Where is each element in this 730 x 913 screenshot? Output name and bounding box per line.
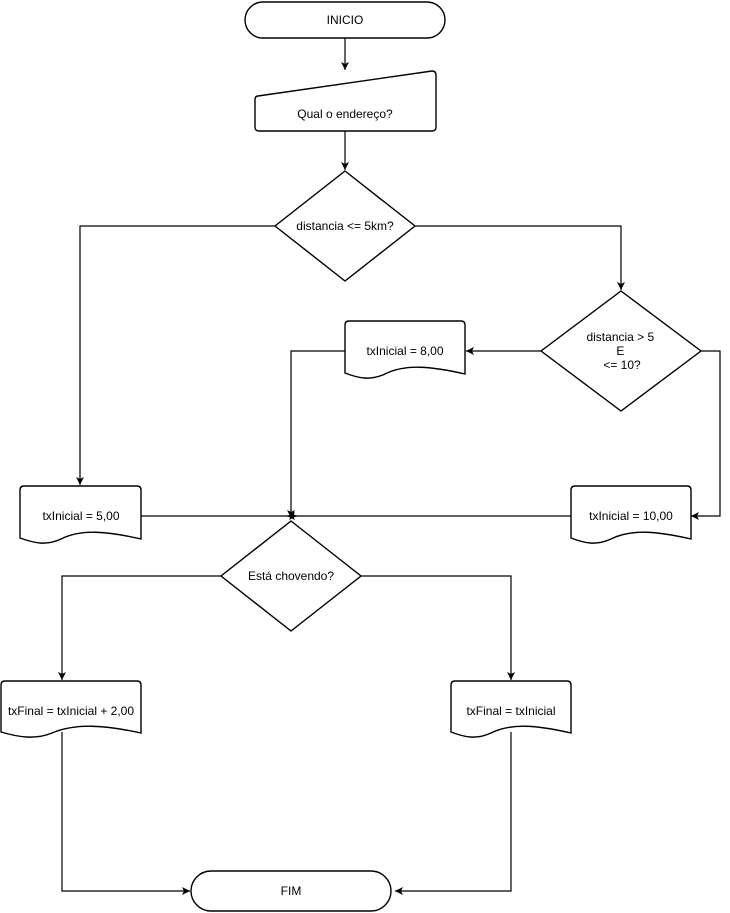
decision-distance-5-label: distancia <= 5km? bbox=[296, 219, 394, 233]
edge-rain-right-to-same bbox=[361, 575, 515, 680]
edge-rain-left-to-plus2 bbox=[58, 575, 221, 680]
edge-decision-yes-to-tx5 bbox=[76, 225, 275, 485]
doc-tx-inicial-8: txInicial = 8,00 bbox=[344, 320, 466, 379]
decision-distance-5-10-label: distancia > 5 E <= 10? bbox=[586, 330, 657, 372]
edge-decision2-to-tx10 bbox=[691, 350, 721, 520]
input-address-label: Qual o endereço? bbox=[297, 107, 393, 121]
decision-raining: Está chovendo? bbox=[219, 520, 363, 632]
doc-tx-inicial-8-label: txInicial = 8,00 bbox=[366, 344, 443, 358]
edge-plus2-to-end bbox=[61, 732, 190, 895]
input-address-node: Qual o endereço? bbox=[254, 70, 437, 132]
doc-tx-inicial-10: txInicial = 10,00 bbox=[570, 485, 692, 544]
edge-decision-no-to-decision2 bbox=[415, 225, 625, 290]
start-label: INICIO bbox=[327, 13, 364, 27]
decision-distance-5-10-line-1: distancia > 5 bbox=[586, 330, 654, 344]
doc-tx-inicial-5-label: txInicial = 5,00 bbox=[42, 509, 119, 523]
decision-distance-5-10-line-2: E bbox=[616, 344, 624, 358]
doc-tx-final-same: txFinal = txInicial bbox=[450, 680, 572, 738]
end-terminal: FIM bbox=[190, 870, 392, 912]
connectors bbox=[58, 37, 721, 895]
decision-distance-5-10-line-3: <= 10? bbox=[603, 358, 641, 372]
decision-distance-5-10: distancia > 5 E <= 10? bbox=[539, 290, 703, 412]
doc-tx-final-plus-2-label: txFinal = txInicial + 2,00 bbox=[8, 704, 134, 718]
doc-tx-final-same-label: txFinal = txInicial bbox=[466, 704, 555, 718]
decision-raining-label: Está chovendo? bbox=[248, 569, 334, 583]
doc-tx-inicial-10-label: txInicial = 10,00 bbox=[589, 509, 673, 523]
doc-tx-final-plus-2: txFinal = txInicial + 2,00 bbox=[0, 680, 142, 738]
edge-tx8-to-rain bbox=[287, 350, 345, 518]
end-label: FIM bbox=[281, 884, 302, 898]
decision-distance-5: distancia <= 5km? bbox=[273, 170, 417, 282]
doc-tx-inicial-5: txInicial = 5,00 bbox=[19, 485, 142, 544]
edge-same-to-end bbox=[395, 732, 512, 895]
start-terminal: INICIO bbox=[244, 1, 446, 39]
